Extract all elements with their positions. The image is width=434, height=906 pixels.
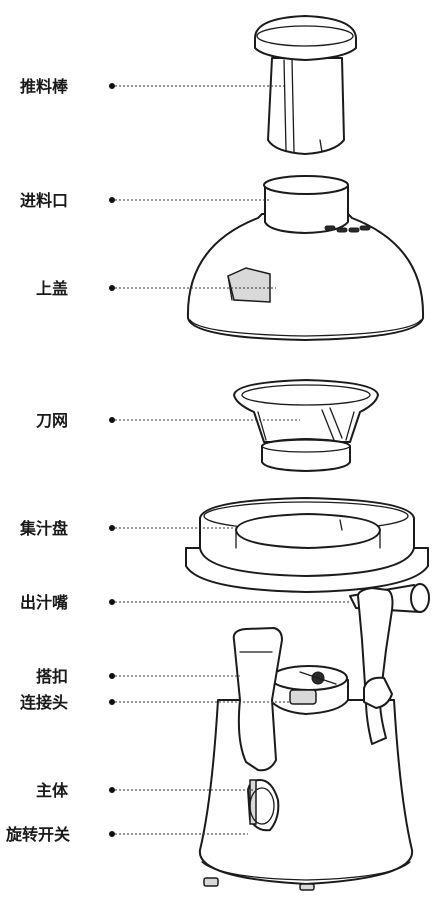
- label-connector: 连接头: [20, 693, 290, 712]
- label-juice-collector: 集汁盘: [19, 519, 236, 538]
- label-clip: 搭扣: [36, 667, 240, 686]
- label-text: 出汁嘴: [20, 593, 68, 612]
- label-text: 上盖: [36, 279, 68, 298]
- label-text: 主体: [36, 781, 69, 800]
- label-feed-chute: 进料口: [20, 191, 270, 210]
- label-text: 旋转开关: [5, 825, 70, 844]
- top-cover-part: [186, 175, 425, 341]
- main-body-part: [198, 587, 414, 891]
- label-main-body: 主体: [36, 781, 258, 800]
- label-text: 搭扣: [36, 667, 68, 686]
- label-text: 进料口: [20, 191, 68, 210]
- label-juice-spout: 出汁嘴: [20, 593, 350, 612]
- pusher-part: [254, 15, 357, 155]
- label-text: 推料棒: [20, 77, 69, 96]
- label-text: 刀网: [36, 411, 68, 430]
- label-top-cover: 上盖: [36, 279, 276, 298]
- filter-basket-part: [233, 379, 379, 472]
- label-text: 集汁盘: [19, 519, 68, 538]
- label-rotary-switch: 旋转开关: [5, 825, 248, 844]
- label-text: 连接头: [20, 693, 68, 712]
- juice-collector-part: [185, 497, 430, 613]
- label-pusher: 推料棒: [20, 77, 284, 96]
- label-filter-basket: 刀网: [36, 411, 300, 430]
